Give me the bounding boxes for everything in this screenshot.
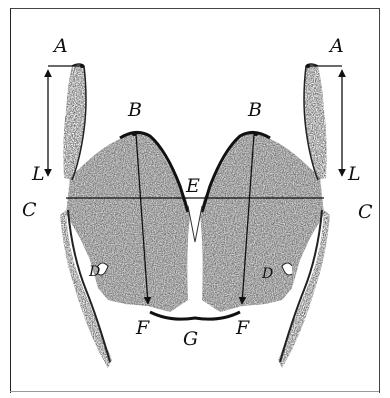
label-g: G — [183, 328, 198, 350]
label-l-left: L — [31, 163, 45, 185]
label-d-right: D — [261, 266, 273, 282]
label-e: E — [185, 175, 200, 197]
label-f-left: F — [135, 317, 150, 339]
label-d-left: D — [88, 264, 100, 280]
label-l-right: L — [347, 163, 361, 185]
left-superior-horn — [63, 64, 86, 180]
label-a-right: A — [328, 35, 344, 57]
right-superior-horn — [304, 64, 327, 180]
label-c-left: C — [22, 199, 37, 221]
label-b-left: B — [127, 99, 142, 121]
label-c-right: C — [358, 201, 373, 223]
label-f-right: F — [235, 317, 250, 339]
label-b-right: B — [247, 99, 262, 121]
label-a-left: A — [52, 35, 68, 57]
